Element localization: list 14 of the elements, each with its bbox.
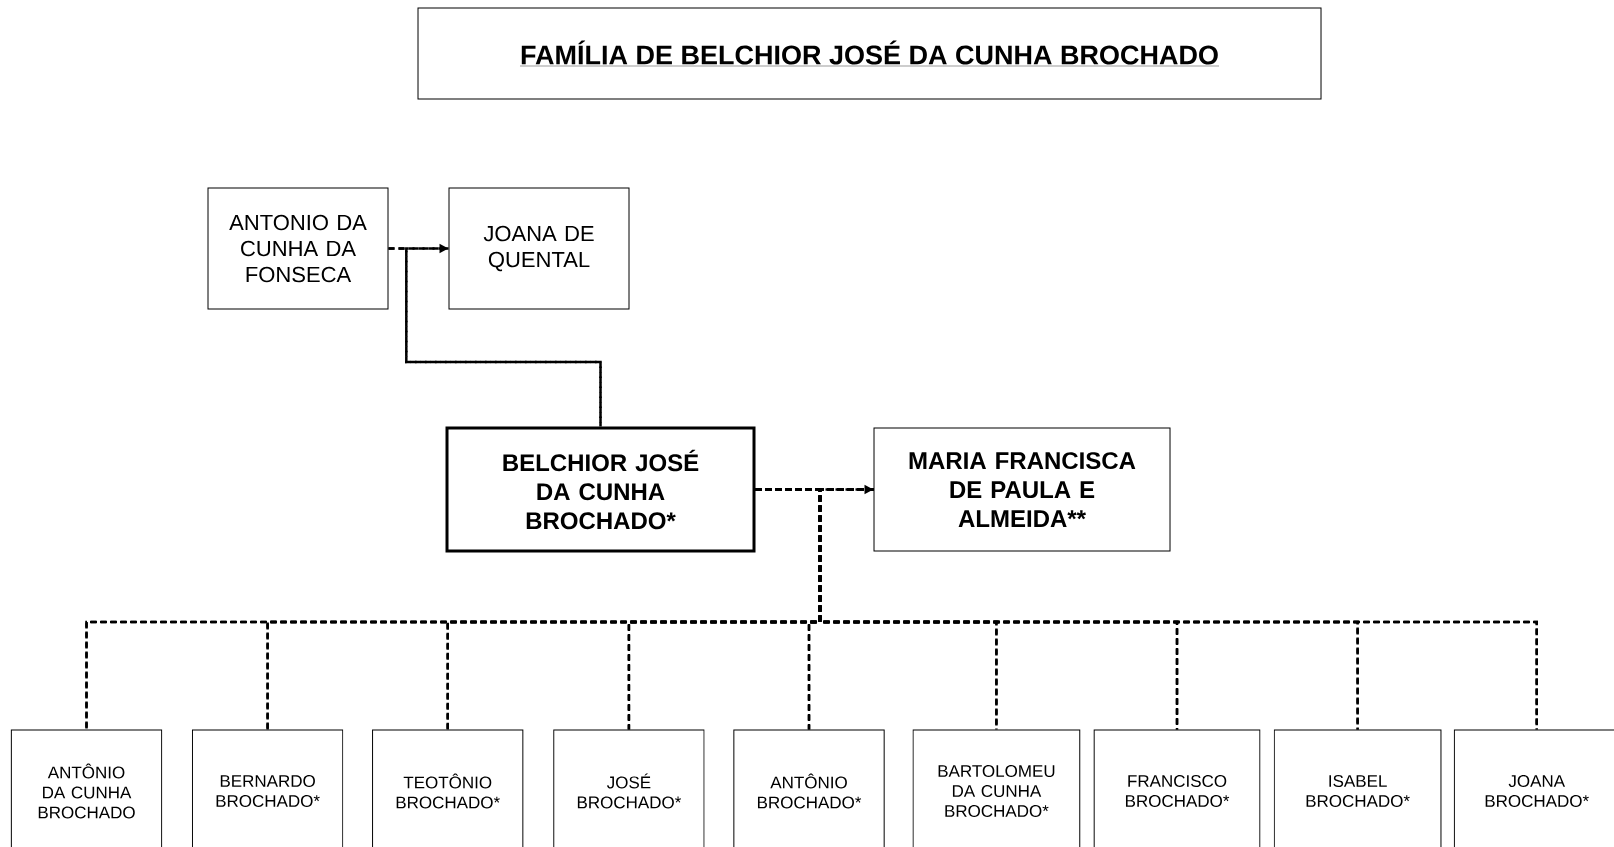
person-box: TEOTÔNIO BROCHADO* [372, 729, 524, 847]
person-box: JOSÉ BROCHADO* [553, 729, 705, 847]
person-box: BERNARDO BROCHADO* [191, 729, 344, 847]
person-box: BELCHIOR JOSÉ DA CUNHA BROCHADO* [445, 426, 756, 553]
person-box: ISABEL BROCHADO* [1273, 729, 1442, 847]
person-box: ANTONIO DA CUNHA DA FONSECA [207, 187, 389, 310]
person-box: FRANCISCO BROCHADO* [1093, 729, 1261, 847]
person-box: ANTÔNIO BROCHADO* [733, 729, 885, 847]
title-box: FAMÍLIA DE BELCHIOR JOSÉ DA CUNHA BROCHADO [417, 7, 1322, 100]
person-box: JOANA DE QUENTAL [448, 187, 630, 310]
person-box: BARTOLOMEU DA CUNHA BROCHADO* [912, 729, 1081, 847]
person-box: JOANA BROCHADO* [1453, 729, 1614, 847]
person-box: ANTÔNIO DA CUNHA BROCHADO [10, 729, 163, 847]
person-box: MARIA FRANCISCA DE PAULA E ALMEIDA** [873, 427, 1171, 552]
